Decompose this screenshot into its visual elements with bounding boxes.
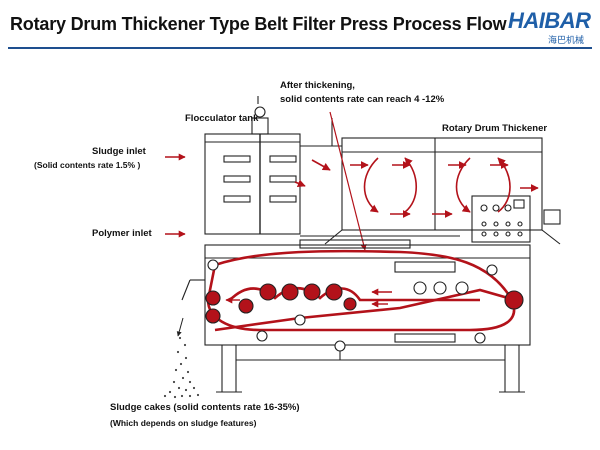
brand-logo: HAIBAR 海巴机械 (508, 8, 592, 48)
logo-text: HAIBAR (508, 8, 591, 33)
after-thickening-rate-label: solid contents rate can reach 4 -12% (280, 94, 445, 105)
inlet-arrows (165, 153, 186, 238)
sludge-inlet-rate-label: (Solid contents rate 1.5% ) (34, 160, 141, 170)
filter-belts (206, 249, 516, 332)
flocculator-tank-label: Flocculator tank (185, 113, 259, 124)
belt-flow-arrows (225, 288, 392, 308)
rotary-drum-thickener (300, 118, 561, 245)
after-thickening-label: After thickening, (280, 80, 355, 91)
belt-press-frame (181, 235, 531, 393)
polymer-inlet-label: Polymer inlet (92, 228, 152, 239)
drum-flow-arrows (294, 157, 539, 218)
sludge-cake-discharge (163, 336, 200, 399)
logo-subtext: 海巴机械 (548, 36, 585, 46)
header-divider (8, 47, 592, 49)
discharge-arrow (176, 317, 184, 337)
press-rollers (205, 259, 524, 352)
sludge-inlet-label: Sludge inlet (92, 146, 146, 157)
after-thickening-pointer (329, 111, 367, 251)
page-title: Rotary Drum Thickener Type Belt Filter P… (10, 14, 507, 34)
sludge-cakes-label: Sludge cakes (solid contents rate 16-35%… (110, 402, 300, 413)
rotary-drum-thickener-label: Rotary Drum Thickener (442, 123, 548, 134)
flocculator-tank (204, 96, 301, 235)
sludge-cakes-note: (Which depends on sludge features) (110, 418, 257, 428)
